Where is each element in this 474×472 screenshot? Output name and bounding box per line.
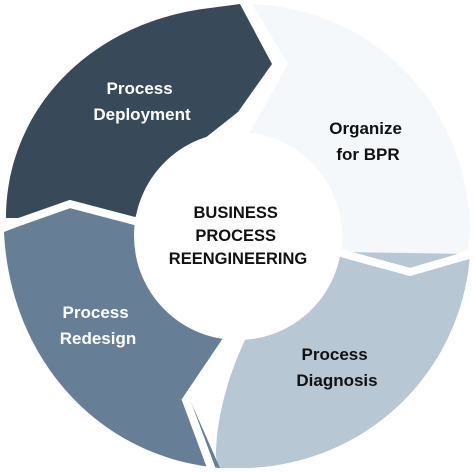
- center-title-line-2: PROCESS: [195, 227, 276, 245]
- label-process-diagnosis-line-1: Process: [302, 345, 368, 364]
- label-organize-for-bpr-line-2: for BPR: [336, 145, 399, 164]
- label-organize-for-bpr-line-1: Organize: [329, 119, 402, 138]
- label-process-redesign-line-2: Redesign: [60, 329, 137, 348]
- center-title-line-3: REENGINEERING: [169, 250, 307, 268]
- label-process-deployment-line-2: Deployment: [93, 105, 191, 124]
- label-process-redesign-line-1: Process: [63, 303, 129, 322]
- label-process-deployment-line-1: Process: [107, 79, 173, 98]
- segment-process-diagnosis: [216, 252, 470, 468]
- segment-process-deployment: [6, 4, 272, 218]
- label-process-deployment: Process Deployment: [93, 79, 191, 124]
- segment-process-redesign: [4, 206, 232, 468]
- label-process-diagnosis: Process Diagnosis: [296, 345, 377, 390]
- center-title-line-1: BUSINESS: [194, 204, 278, 222]
- segment-organize-for-bpr: [240, 4, 470, 266]
- center-circle: [134, 132, 342, 340]
- label-process-diagnosis-line-2: Diagnosis: [296, 371, 377, 390]
- center-title: BUSINESS PROCESS REENGINEERING: [169, 204, 307, 268]
- label-process-redesign: Process Redesign: [60, 303, 137, 348]
- label-organize-for-bpr: Organize for BPR: [329, 119, 406, 164]
